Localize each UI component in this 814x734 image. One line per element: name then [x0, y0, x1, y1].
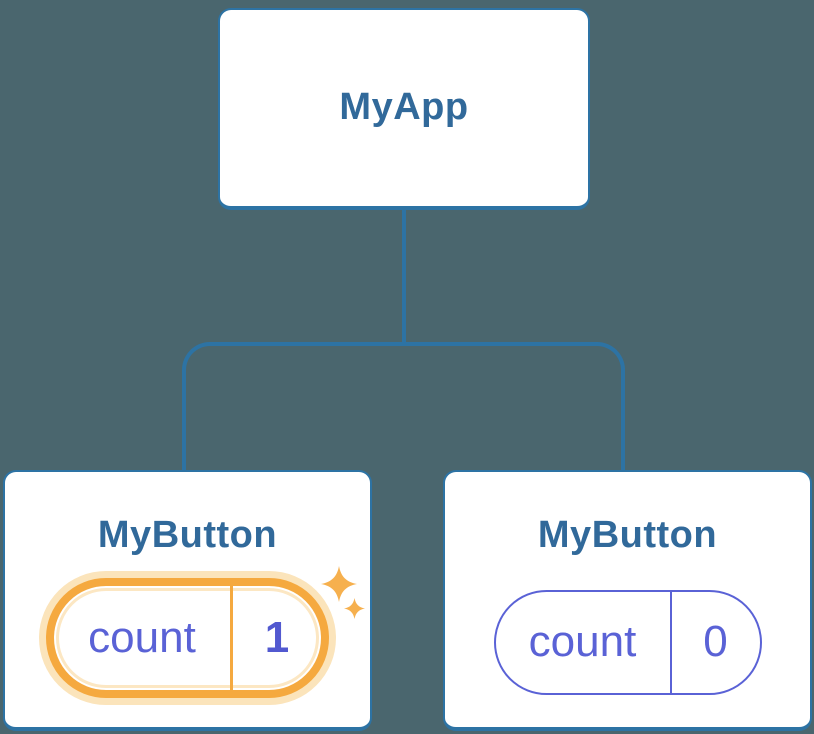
state-key-label: count — [528, 617, 637, 667]
node-label: MyButton — [97, 514, 278, 556]
state-key-label: count — [88, 612, 196, 662]
state-badge-divider — [669, 591, 672, 693]
node-mybutton-updated: MyButton count 1 — [3, 470, 372, 731]
sparkle-icon — [344, 598, 365, 619]
node-myapp: MyApp — [218, 8, 590, 210]
connector-bracket — [182, 342, 625, 474]
state-badge-divider — [230, 585, 233, 690]
state-value: 0 — [703, 617, 728, 667]
node-mybutton: MyButton count 0 — [443, 470, 812, 731]
node-label: MyButton — [537, 514, 718, 556]
state-value: 1 — [264, 612, 290, 662]
state-badge-highlighted: count 1 — [46, 577, 329, 698]
sparkle-icon — [321, 566, 357, 602]
node-label: MyApp — [339, 86, 469, 129]
state-badge: count 0 — [493, 589, 762, 695]
connector-stem — [402, 210, 406, 346]
